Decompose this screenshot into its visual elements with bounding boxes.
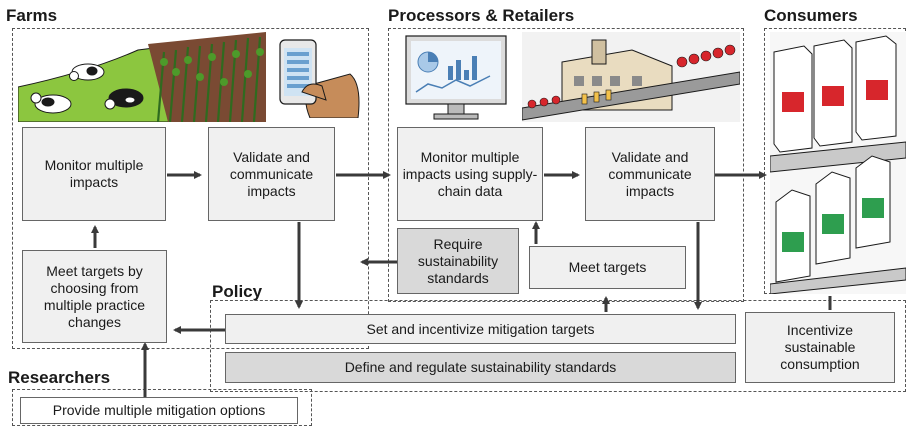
smartphone-illustration (279, 39, 360, 118)
proc-require-label: Require sustainability standards (417, 235, 499, 286)
processors-retailers-title: Processors & Retailers (388, 6, 575, 25)
policy-define-label: Define and regulate sustainability stand… (344, 359, 617, 375)
proc-validate-box: Validate and communicate impacts (585, 127, 715, 221)
proc-require-standards-box: Require sustainability standards (397, 228, 519, 294)
grocery-shelves-illustration (770, 32, 906, 294)
research-label: Provide multiple mitigation options (52, 402, 266, 418)
farm-monitor-label: Monitor multiple impacts (44, 157, 144, 190)
policy-define-standards-box: Define and regulate sustainability stand… (225, 352, 736, 383)
consumers-title: Consumers (764, 6, 858, 25)
farm-validate-box: Validate and communicate impacts (208, 127, 335, 221)
farm-validate-label: Validate and communicate impacts (229, 148, 314, 199)
farms-title: Farms (6, 6, 58, 25)
researchers-region (12, 389, 312, 426)
proc-monitor-box: Monitor multiple impacts using supply-ch… (397, 127, 543, 221)
factory-conveyor-illustration (522, 32, 740, 122)
proc-meet-label: Meet targets (568, 259, 647, 275)
proc-meet-targets-box: Meet targets (529, 246, 686, 289)
research-options-box: Provide multiple mitigation options (20, 397, 298, 424)
incentivize-consumption-box: Incentivize sustainable consumption (745, 312, 895, 383)
computer-monitor-illustration (405, 35, 507, 120)
policy-set-targets-box: Set and incentivize mitigation targets (225, 314, 736, 344)
farms-region (12, 28, 369, 349)
researchers-title: Researchers (8, 368, 111, 387)
farm-field-illustration (18, 32, 266, 122)
policy-title: Policy (212, 282, 263, 301)
farm-meet-targets-box: Meet targets by choosing from multiple p… (22, 250, 167, 343)
policy-set-label: Set and incentivize mitigation targets (366, 320, 595, 337)
proc-monitor-label: Monitor multiple impacts using supply-ch… (402, 148, 538, 199)
farm-monitor-box: Monitor multiple impacts (22, 127, 166, 221)
processors-region (388, 28, 744, 302)
incentivize-label: Incentivize sustainable consumption (780, 322, 860, 372)
proc-validate-label: Validate and communicate impacts (608, 148, 692, 199)
farm-meet-label: Meet targets by choosing from multiple p… (43, 262, 146, 330)
